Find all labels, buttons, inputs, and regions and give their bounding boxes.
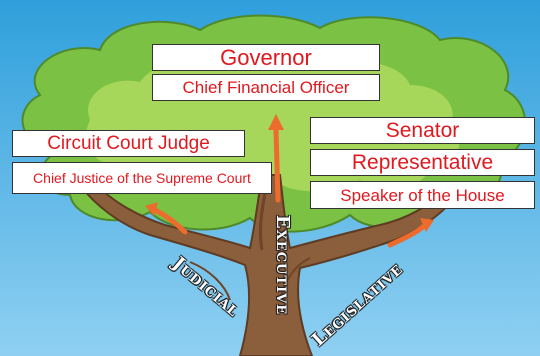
legislative-arrowhead bbox=[420, 218, 434, 232]
senator-label: Senator bbox=[310, 117, 535, 144]
circuit-court-judge-label: Circuit Court Judge bbox=[12, 130, 245, 157]
executive-arrowhead bbox=[268, 114, 284, 130]
executive-branch-label: Executive bbox=[272, 215, 293, 316]
chief-financial-officer-label: Chief Financial Officer bbox=[152, 74, 380, 101]
executive-arrow bbox=[273, 127, 281, 203]
speaker-of-the-house-label: Speaker of the House bbox=[310, 181, 535, 209]
chief-justice-label: Chief Justice of the Supreme Court bbox=[12, 162, 272, 194]
judicial-arrowhead bbox=[145, 202, 158, 216]
judicial-arrow bbox=[152, 207, 188, 235]
legislative-arrow bbox=[387, 222, 428, 248]
governor-label: Governor bbox=[152, 44, 380, 71]
promotion-arrows bbox=[152, 127, 428, 248]
representative-label: Representative bbox=[310, 149, 535, 176]
